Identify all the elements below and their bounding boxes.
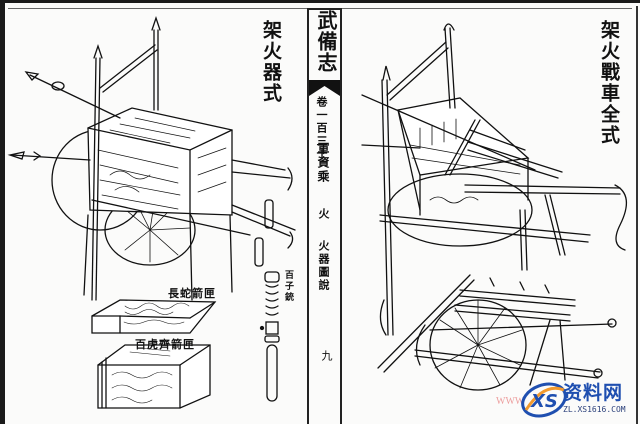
hundred-bullet-gun-illustration: [259, 271, 280, 402]
center-gutter-top-rule: [307, 8, 342, 10]
chapter-marker: 卷一百三十: [315, 96, 328, 161]
long-snake-arrow-box-label: 長蛇箭匣: [168, 287, 216, 300]
watermark-logo-icon: XS: [521, 382, 567, 418]
watermark-brand: 资料网: [563, 382, 624, 404]
svg-text:XS: XS: [530, 391, 558, 412]
fire-weapon-cart-illustration: [7, 15, 296, 301]
left-illustration-title: 架火器式: [260, 20, 282, 104]
frame-right: [636, 6, 638, 424]
long-snake-arrow-box-illustration: [91, 299, 217, 334]
frame-left: [0, 0, 5, 424]
section-subheading: 火: [317, 208, 330, 221]
book-title: 武備志: [314, 10, 338, 73]
hundred-bullet-gun-label: 百子銃: [283, 270, 293, 303]
section-name: 軍資乘: [316, 142, 330, 184]
watermark-url: ZL.XS1616.COM: [563, 405, 626, 414]
hundred-tiger-arrow-box-illustration: [97, 344, 211, 409]
hundred-tiger-arrow-box-label: 百虎齊箭匣: [135, 338, 195, 351]
section-subheading-2: 火器圖說: [317, 240, 330, 292]
frame-top: [0, 0, 640, 3]
fishtail-mark-icon: [309, 80, 340, 96]
watermark-faint-text: WWW: [496, 396, 525, 407]
fire-war-chariot-full-illustration: [361, 23, 627, 336]
center-gutter-right-rule: [340, 8, 342, 424]
center-gutter-left-rule: [307, 8, 309, 424]
tilted-war-cart-illustration: [377, 274, 617, 391]
page-number: 九: [320, 350, 333, 363]
right-illustration-title: 架火戰車全式: [598, 20, 620, 146]
